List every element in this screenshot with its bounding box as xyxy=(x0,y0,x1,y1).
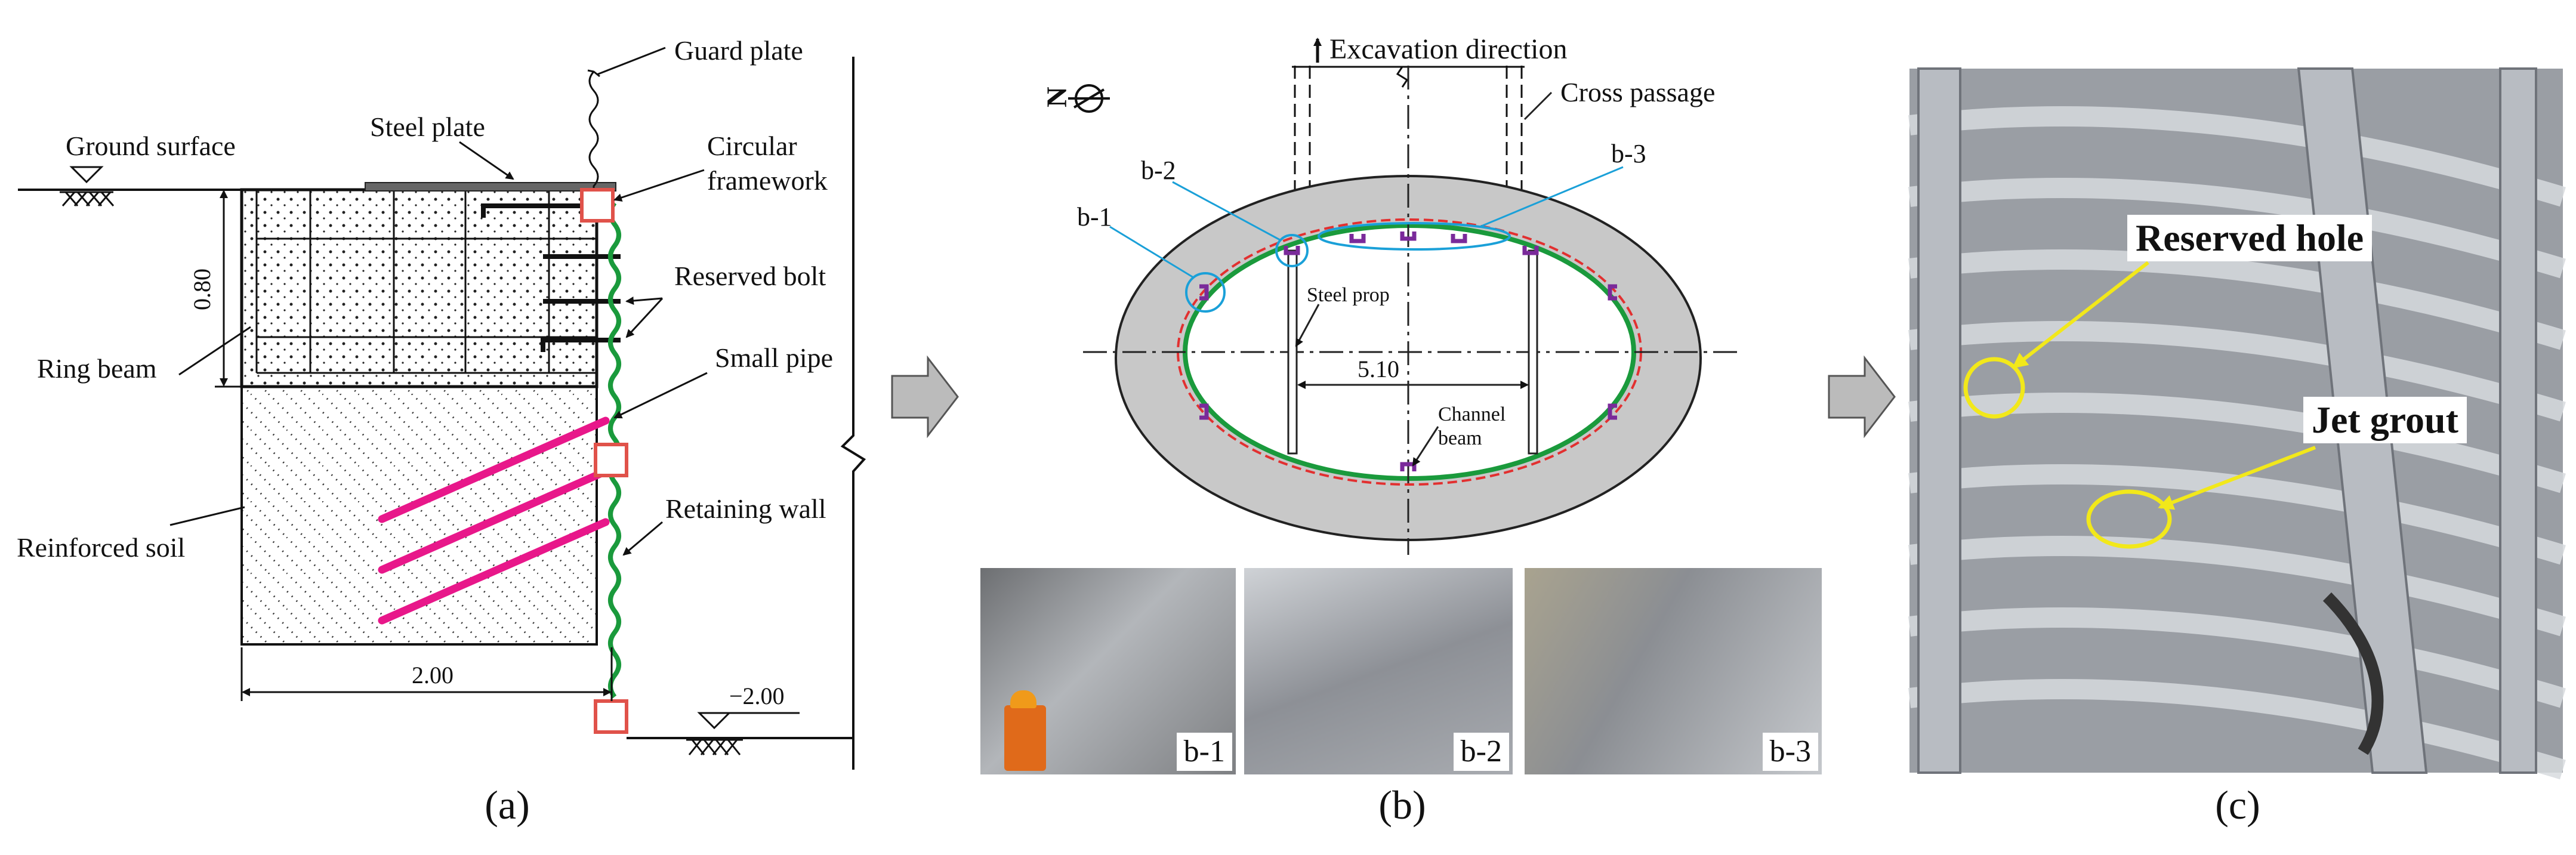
leaders-a xyxy=(169,47,708,556)
jet-grout-label: Jet grout xyxy=(2303,397,2467,444)
steel-prop-label: Steel prop xyxy=(1307,284,1390,306)
north-label: N xyxy=(1041,87,1073,107)
section-boundary xyxy=(840,57,866,770)
circular-framework-mid xyxy=(594,443,628,477)
circular-framework-label-2: framework xyxy=(707,165,828,196)
guard-plate-label: Guard plate xyxy=(674,35,803,66)
jet-grout-marker xyxy=(2086,489,2172,549)
ring-beam-grid xyxy=(255,190,597,374)
detail-circle-b1 xyxy=(1185,272,1226,313)
reserved-bolt-label: Reserved bolt xyxy=(674,261,826,291)
reserved-bolts xyxy=(481,203,621,352)
worker-figure xyxy=(1004,705,1046,771)
photo-b3: b-3 xyxy=(1525,568,1822,774)
retaining-wall-label: Retaining wall xyxy=(665,493,826,524)
steel-plate xyxy=(365,182,616,192)
photo-b2: b-2 xyxy=(1244,568,1513,774)
guard-plate-line xyxy=(588,71,599,188)
channel-beam-label-2: beam xyxy=(1438,427,1482,449)
reserved-hole-marker xyxy=(1963,357,2025,419)
panel-a: Guard plate Steel plate Ground surface C… xyxy=(17,35,866,770)
b1-label: b-1 xyxy=(1077,202,1112,232)
channel-beam-label-1: Channel xyxy=(1438,403,1506,425)
photo-b2-tag: b-2 xyxy=(1453,733,1509,771)
caption-b: (b) xyxy=(1378,782,1426,828)
steel-plate-label: Steel plate xyxy=(370,112,485,142)
circular-framework-top xyxy=(580,188,615,223)
ring-beam-label: Ring beam xyxy=(37,353,157,384)
excavation-direction-label: Excavation direction xyxy=(1329,33,1568,65)
b2-label: b-2 xyxy=(1141,156,1176,185)
small-pipes xyxy=(378,416,610,625)
elevation-label: −2.00 xyxy=(729,683,785,709)
grout-hose xyxy=(2322,592,2384,755)
photo-b1: b-1 xyxy=(980,568,1236,774)
flow-arrow-1 xyxy=(891,355,959,439)
ground-symbol-2 xyxy=(686,712,800,755)
reinforced-soil-label: Reinforced soil xyxy=(17,532,185,563)
small-pipe-label: Small pipe xyxy=(715,342,833,373)
channel-beams xyxy=(1199,232,1617,471)
steel-props xyxy=(1287,249,1538,455)
dim-height xyxy=(215,189,242,388)
detail-leaders xyxy=(1109,166,1624,279)
circular-framework-label-1: Circular xyxy=(707,131,797,161)
dim-width xyxy=(240,647,613,701)
detail-circle-b2 xyxy=(1275,234,1309,267)
span-label: 5.10 xyxy=(1358,356,1399,382)
b3-label: b-3 xyxy=(1611,139,1646,168)
dim-height-label: 0.80 xyxy=(189,268,215,310)
cross-passage-label: Cross passage xyxy=(1560,77,1715,107)
dim-width-label: 2.00 xyxy=(412,662,454,689)
photo-b3-tag: b-3 xyxy=(1762,733,1818,771)
helmet-icon xyxy=(1010,690,1036,708)
ground-surface-label: Ground surface xyxy=(66,131,236,161)
ground-symbol xyxy=(60,166,115,206)
north-symbol xyxy=(1068,84,1110,113)
caption-a: (a) xyxy=(485,782,530,828)
reserved-hole-label: Reserved hole xyxy=(2127,215,2373,262)
circular-framework-bot xyxy=(594,699,628,734)
caption-c: (c) xyxy=(2215,782,2260,828)
flow-arrow-2 xyxy=(1828,355,1896,439)
photo-c-ribs xyxy=(1908,106,2566,780)
photo-b1-tag: b-1 xyxy=(1176,733,1232,771)
ring-beam-block xyxy=(240,188,599,388)
panel-b: N Excavation direction Cross passage b-1… xyxy=(1041,33,1739,555)
detail-ellipse-b3 xyxy=(1318,222,1511,251)
